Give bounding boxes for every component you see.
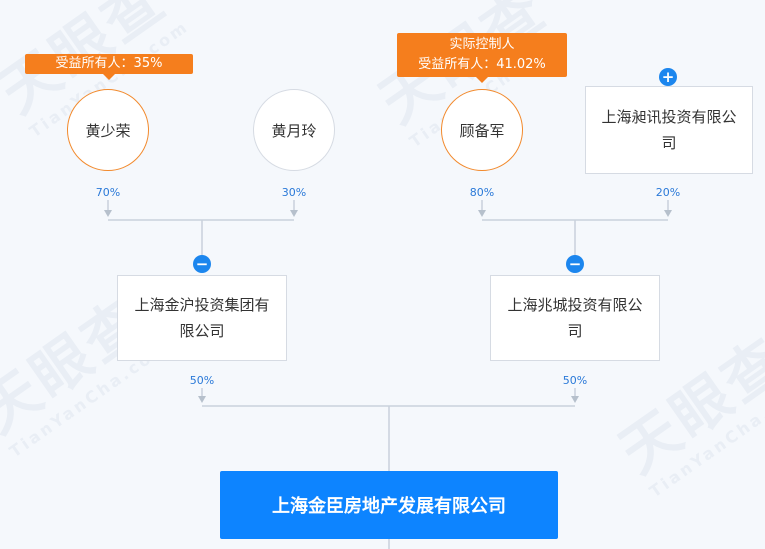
company-name: 上海金沪投资集团有限公司 — [134, 296, 270, 340]
share-percent: 70% — [95, 186, 121, 199]
shareholder-node[interactable]: 黄少荣 — [67, 89, 149, 171]
intermediate-company-node[interactable]: 上海兆城投资有限公司 — [490, 275, 660, 361]
shareholder-node[interactable]: 黄月玲 — [253, 89, 335, 171]
tag-text: 受益所有人：41.02% — [418, 57, 546, 72]
share-percent: 50% — [189, 374, 215, 387]
minus-icon[interactable]: − — [193, 255, 211, 273]
controller-tag: 实际控制人 受益所有人：41.02% — [397, 33, 567, 83]
plus-icon[interactable]: + — [659, 68, 677, 86]
shareholder-node[interactable]: 顾备军 — [441, 89, 523, 171]
shareholder-name: 上海昶讯投资有限公司 — [601, 108, 737, 152]
shareholder-name: 顾备军 — [459, 121, 505, 140]
share-percent: 80% — [469, 186, 495, 199]
shareholder-name: 黄少荣 — [85, 121, 131, 140]
tag-text: 受益所有人：35% — [55, 56, 163, 71]
share-percent: 50% — [562, 374, 588, 387]
shareholder-company-node[interactable]: 上海昶讯投资有限公司 — [585, 86, 753, 174]
minus-icon[interactable]: − — [566, 255, 584, 273]
beneficial-owner-tag: 受益所有人：35% — [25, 54, 193, 80]
share-percent: 30% — [281, 186, 307, 199]
company-name: 上海兆城投资有限公司 — [507, 296, 643, 340]
target-company-node[interactable]: 上海金臣房地产发展有限公司 — [220, 471, 558, 539]
target-company-name: 上海金臣房地产发展有限公司 — [272, 496, 506, 517]
tag-text: 实际控制人 — [449, 37, 515, 52]
share-percent: 20% — [655, 186, 681, 199]
shareholder-name: 黄月玲 — [271, 121, 317, 140]
intermediate-company-node[interactable]: 上海金沪投资集团有限公司 — [117, 275, 287, 361]
